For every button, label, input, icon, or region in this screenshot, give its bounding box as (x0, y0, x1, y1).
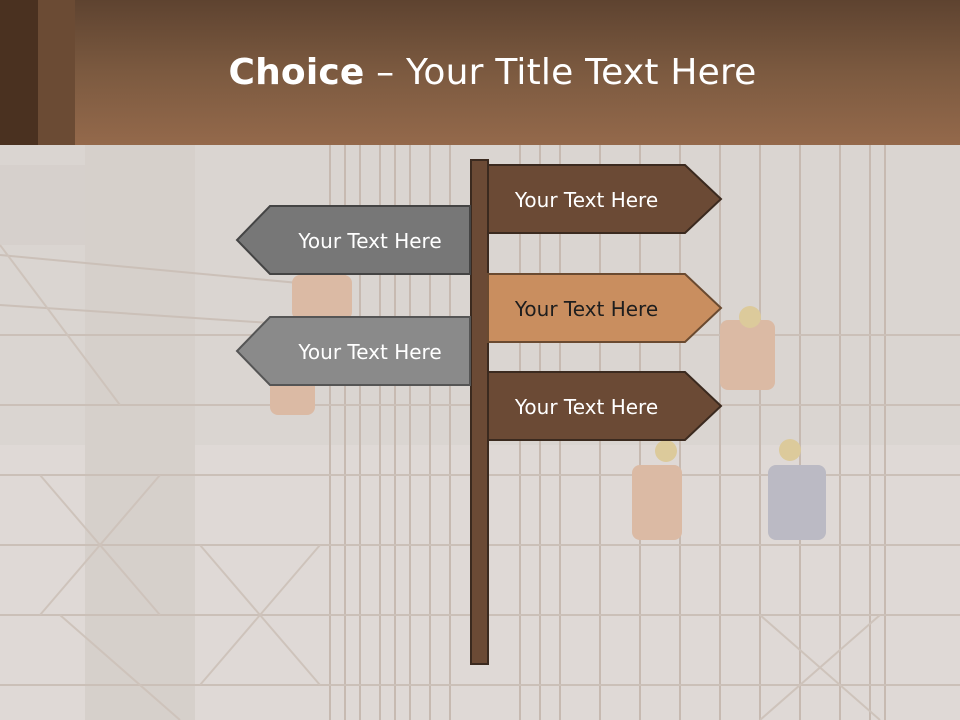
sign-label-3: Your Text Here (514, 297, 659, 321)
title-text: – Your Title Text Here (364, 52, 757, 93)
sign-arrow-left-2[interactable] (235, 316, 471, 386)
header-accent-strip (0, 0, 38, 145)
sign-label-1: Your Text Here (514, 188, 659, 212)
sign-arrow-right-1[interactable] (487, 164, 723, 234)
slide-title[interactable]: Choice – Your Title Text Here (0, 52, 960, 93)
sign-label-2: Your Text Here (298, 229, 442, 253)
sign-arrow-left-1[interactable] (235, 205, 471, 275)
sign-arrow-right-3[interactable] (487, 371, 723, 441)
sign-label-4: Your Text Here (298, 340, 442, 364)
signpost-pole (470, 159, 489, 665)
sign-label-5: Your Text Here (514, 395, 659, 419)
header-accent-strip (38, 0, 75, 145)
sign-arrow-right-2[interactable] (487, 273, 723, 343)
slide-header (0, 0, 960, 145)
title-bold: Choice (228, 52, 365, 93)
